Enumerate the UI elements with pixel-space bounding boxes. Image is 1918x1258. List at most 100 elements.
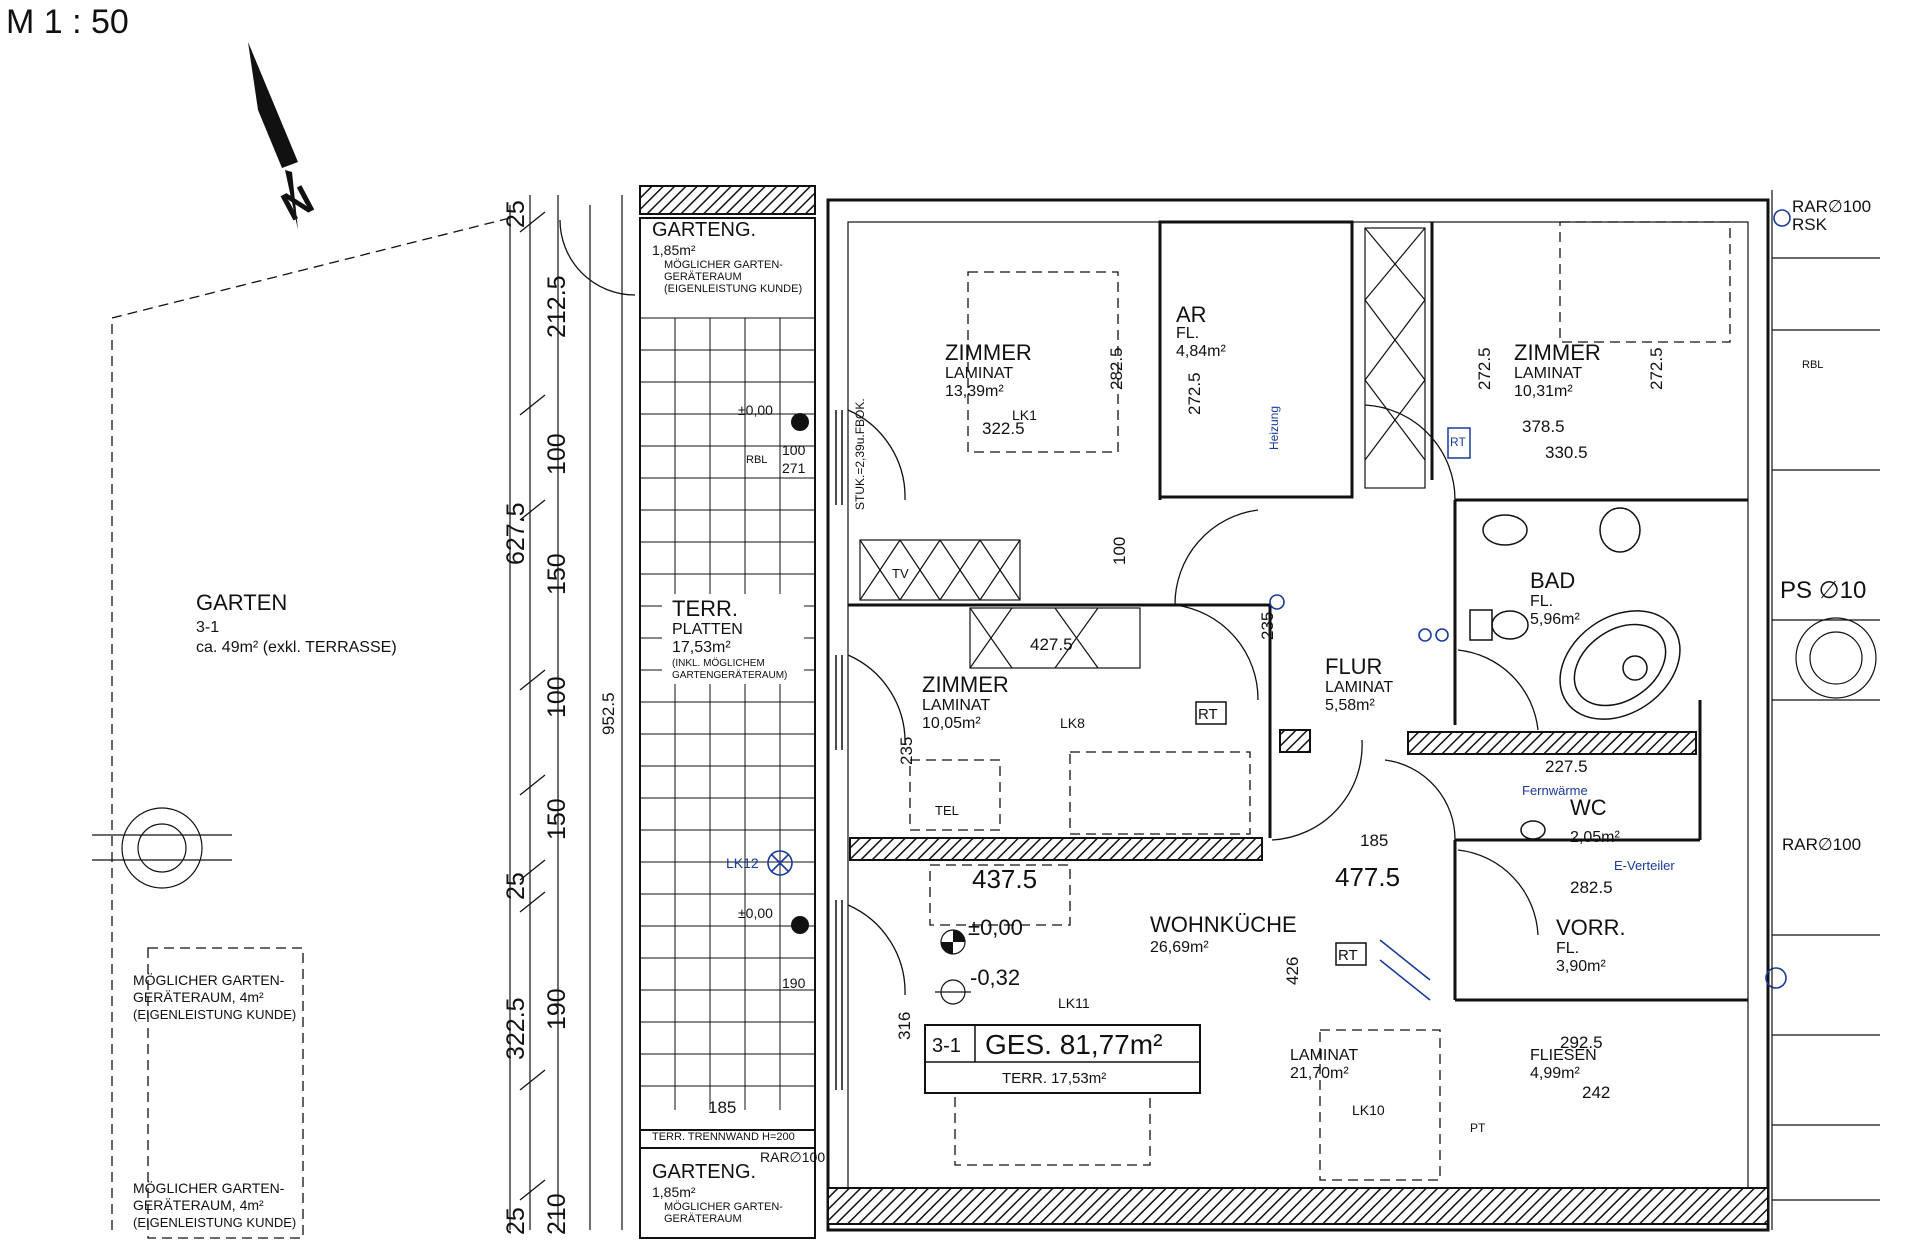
garden-name: GARTEN bbox=[196, 590, 287, 615]
rar-top-label: RAR∅100 bbox=[1792, 197, 1871, 216]
dim-v-100-b: 100 bbox=[543, 676, 571, 718]
level-marker-b-icon bbox=[791, 916, 809, 934]
room-1-floor: LAMINAT bbox=[945, 365, 1013, 382]
dim-v-150-b: 150 bbox=[543, 798, 571, 840]
room-1-name: ZIMMER bbox=[945, 340, 1032, 365]
shed-note-line2: GERÄTERAUM, 4m² bbox=[133, 989, 264, 1005]
dim-322-5: 322.5 bbox=[982, 419, 1025, 438]
possible-shed-outline bbox=[147, 947, 304, 1239]
fernwaerme-label: Fernwärme bbox=[1522, 783, 1588, 798]
total-terrace: TERR. 17,53m² bbox=[1002, 1070, 1106, 1087]
garden-unit: 3-1 bbox=[196, 619, 219, 636]
dim-330-5: 330.5 bbox=[1545, 443, 1588, 462]
shed-note2-line2: GERÄTERAUM, 4m² bbox=[133, 1197, 264, 1213]
dim-282-5-b: 282.5 bbox=[1570, 878, 1613, 897]
rar-bottom-label: RAR∅100 bbox=[760, 1149, 825, 1165]
rt-a: RT bbox=[1198, 706, 1218, 723]
right-edge-marks bbox=[1771, 190, 1880, 1230]
level-pm0-a: ±0,00 bbox=[738, 402, 773, 418]
dim-272-5-a: 272.5 bbox=[1185, 372, 1204, 415]
room-4-area: 10,05m² bbox=[922, 715, 981, 732]
scale-label: M 1 : 50 bbox=[6, 3, 129, 41]
dim-v-25-bot: 25 bbox=[502, 1207, 530, 1235]
heizung-label: Heizung bbox=[1267, 406, 1281, 450]
rbl-a: RBL bbox=[746, 454, 767, 466]
garteng-top-name: GARTENG. bbox=[652, 219, 756, 241]
dim-v-100-a: 100 bbox=[543, 433, 571, 475]
level-minus: -0,32 bbox=[970, 965, 1020, 990]
garteng-bottom-note2: GERÄTERAUM bbox=[664, 1213, 742, 1225]
room-8-name: WOHNKÜCHE bbox=[1150, 912, 1297, 937]
terrace-grid bbox=[639, 217, 816, 1239]
dim-242: 242 bbox=[1582, 1083, 1610, 1102]
terrace-label-bg bbox=[662, 594, 804, 684]
garden-shaft-icon bbox=[92, 807, 232, 889]
room-5-floor: FL. bbox=[1530, 593, 1553, 610]
rt-b: RT bbox=[1338, 947, 1358, 964]
garteng-bottom-area: 1,85m² bbox=[652, 1184, 696, 1200]
room-1-area: 13,39m² bbox=[945, 383, 1004, 400]
lk8-label: LK8 bbox=[1060, 715, 1085, 731]
room-6-floor: LAMINAT bbox=[1325, 679, 1393, 696]
dim-v-150-a: 150 bbox=[543, 553, 571, 595]
room-9-area: 3,90m² bbox=[1556, 958, 1606, 975]
shed-note-line1: MÖGLICHER GARTEN- bbox=[133, 971, 285, 988]
level-marker-a-icon bbox=[791, 413, 809, 431]
shed-note2-line3: (EIGENLEISTUNG KUNDE) bbox=[133, 1215, 296, 1230]
room-4-name: ZIMMER bbox=[922, 672, 1009, 697]
dim-477-5: 477.5 bbox=[1335, 862, 1400, 892]
garteng-bottom-name: GARTENG. bbox=[652, 1161, 756, 1183]
north-arrow-icon: N bbox=[248, 42, 321, 230]
thermostat-a-icon bbox=[1195, 701, 1227, 725]
dim-v-25-mid: 25 bbox=[502, 872, 530, 900]
n271-a: 271 bbox=[782, 460, 806, 476]
garteng-top-note1: MÖGLICHER GARTEN- bbox=[664, 259, 783, 271]
dimension-lines-left bbox=[519, 195, 623, 1230]
shed-note-line3: (EIGENLEISTUNG KUNDE) bbox=[133, 1007, 296, 1022]
wall-top-terrace bbox=[639, 185, 816, 215]
room-7-name: WC bbox=[1570, 795, 1607, 820]
dim-v-25-top: 25 bbox=[502, 200, 530, 228]
terrace-name: TERR. bbox=[672, 596, 738, 621]
dim-v-190: 190 bbox=[543, 988, 571, 1030]
lk1-label: LK1 bbox=[1012, 407, 1037, 423]
wall-bottom bbox=[827, 1187, 1769, 1225]
lk10-label: LK10 bbox=[1352, 1102, 1385, 1118]
room-8-area: 26,69m² bbox=[1150, 939, 1209, 956]
thermostat-c-icon bbox=[1447, 427, 1471, 459]
terrace-material: PLATTEN bbox=[672, 621, 743, 638]
dim-v-322-5: 322.5 bbox=[502, 997, 530, 1060]
wall-bad-wc bbox=[1407, 731, 1697, 755]
right-shaft-icon bbox=[1795, 617, 1877, 699]
total-unit: 3-1 bbox=[932, 1035, 961, 1057]
shed-note2-line1: MÖGLICHER GARTEN- bbox=[133, 1179, 285, 1196]
fliesen-sub-area: 4,99m² bbox=[1530, 1065, 1580, 1082]
n100-a: 100 bbox=[782, 442, 806, 458]
dim-v-212-5: 212.5 bbox=[543, 275, 571, 338]
room-6-name: FLUR bbox=[1325, 654, 1382, 679]
e-verteiler-label: E-Verteiler bbox=[1614, 858, 1675, 873]
lk12-label: LK12 bbox=[726, 855, 759, 871]
total-area-box bbox=[924, 1024, 1201, 1094]
dim-437-5: 437.5 bbox=[972, 864, 1037, 894]
room-3-floor: LAMINAT bbox=[1514, 365, 1582, 382]
garteng-top-note3: (EIGENLEISTUNG KUNDE) bbox=[664, 283, 802, 295]
room-9-floor: FL. bbox=[1556, 940, 1579, 957]
dim-378-5: 378.5 bbox=[1522, 417, 1565, 436]
level-pm0-c: ±0,00 bbox=[968, 915, 1023, 940]
garden-area bbox=[111, 205, 511, 1230]
electrical-symbols bbox=[767, 209, 1791, 1001]
room-5-name: BAD bbox=[1530, 568, 1575, 593]
lk11-label: LK11 bbox=[1058, 995, 1090, 1011]
dim-316: 316 bbox=[895, 1012, 914, 1040]
garteng-bottom-bg bbox=[646, 1152, 806, 1232]
tel-label: TEL bbox=[935, 803, 959, 818]
garteng-bottom-note1: MÖGLICHER GARTEN- bbox=[664, 1201, 783, 1213]
total-label: GES. 81,77m² bbox=[985, 1029, 1162, 1060]
room-2-area: 4,84m² bbox=[1176, 343, 1226, 360]
level-marker-living-icon bbox=[935, 929, 971, 1005]
rar-mid-label: RAR∅100 bbox=[1782, 835, 1861, 854]
room-6-area: 5,58m² bbox=[1325, 697, 1375, 714]
garteng-top-area: 1,85m² bbox=[652, 242, 696, 258]
ps-label: PS ∅10 bbox=[1780, 577, 1866, 604]
